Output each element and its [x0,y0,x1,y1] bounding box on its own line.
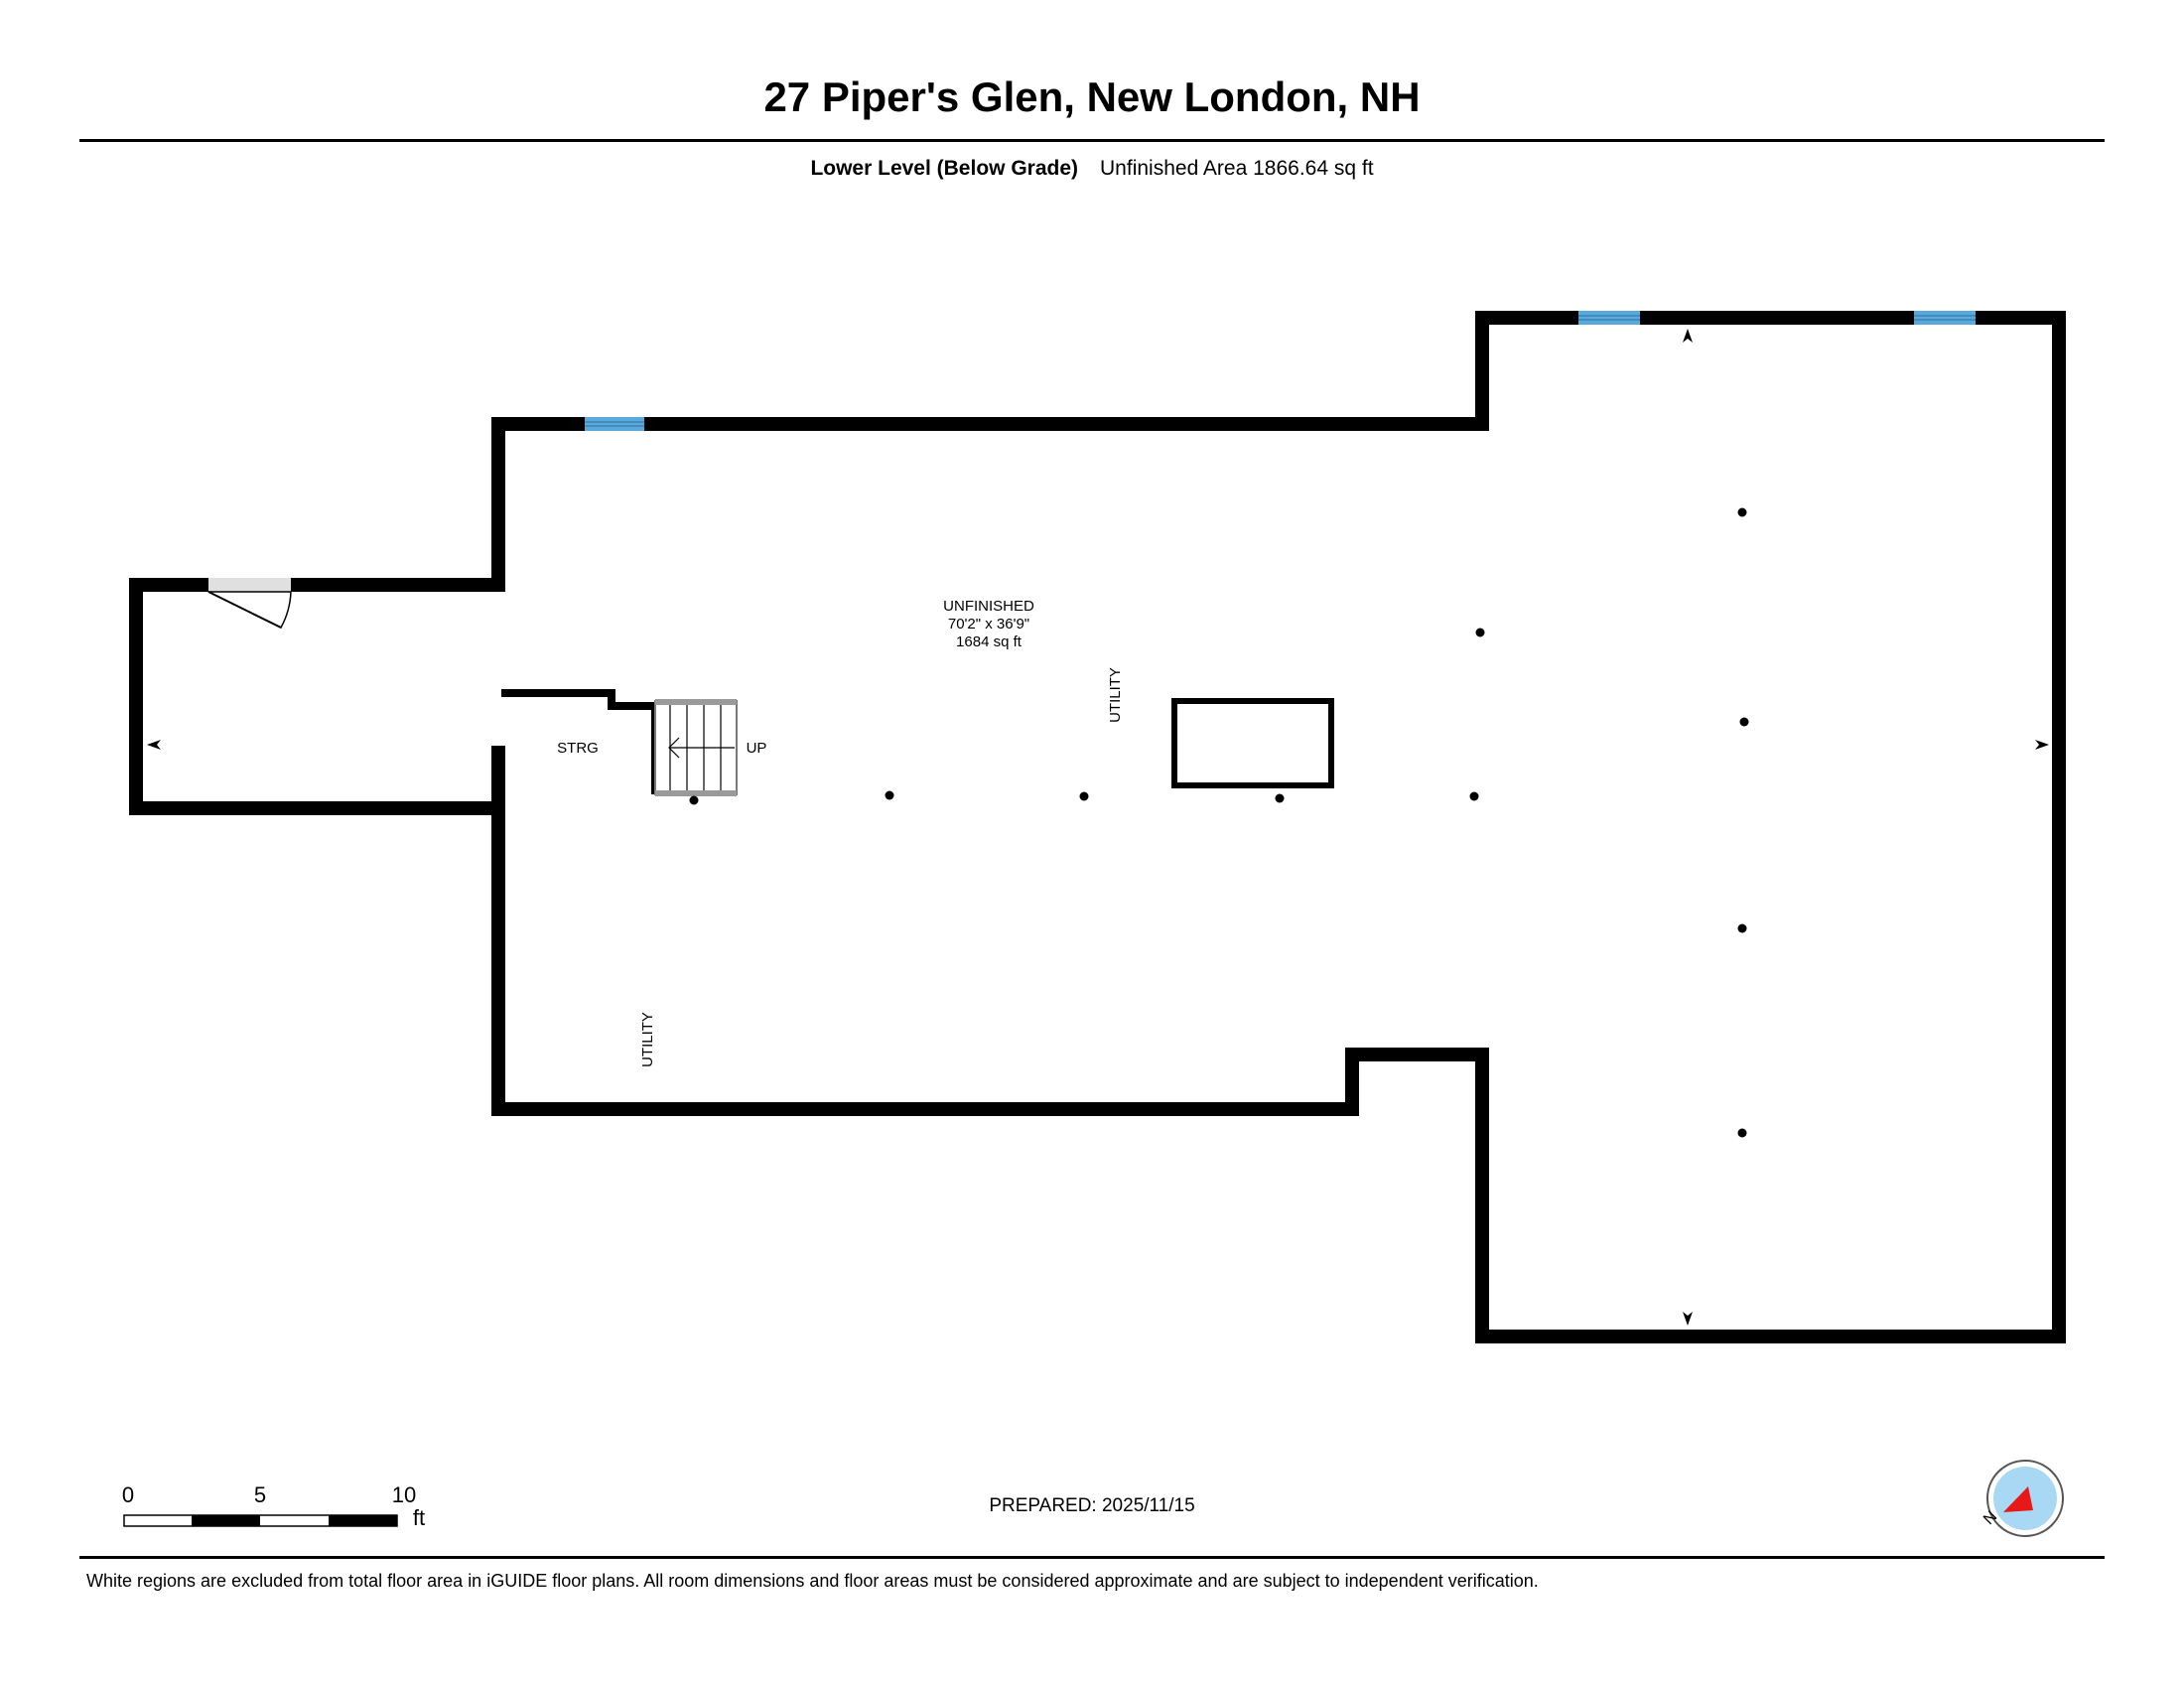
disclaimer-text: White regions are excluded from total fl… [86,1571,1539,1591]
utility-enclosure [1171,698,1334,788]
staircase[interactable] [654,699,738,796]
prepared-date: PREPARED: 2025/11/15 [989,1495,1195,1516]
arrow-down-marker [1683,1312,1693,1326]
floor-subtitle: Lower Level (Below Grade) Unfinished Area… [0,157,2184,181]
post [1737,923,1747,933]
walls [129,311,2066,1343]
arrow-up-marker [1683,329,1693,343]
post [885,790,894,800]
door-leaf [207,591,282,629]
post [689,795,699,805]
stair-top-rail [655,699,737,705]
header-divider [79,139,2105,142]
window-top-right-2 [1914,311,1976,325]
post [1079,791,1089,801]
room-area-unfinished: 1684 sq ft [956,633,1023,650]
window-top-right-1 [1578,311,1640,325]
support-posts [689,507,1749,1138]
room-label-utility-2: UTILITY [639,1012,656,1067]
footer-divider [79,1556,2105,1559]
door-swing [207,591,292,629]
entry-door[interactable] [207,578,292,629]
scale-tick-0: 0 [122,1482,134,1507]
stair-arrowhead [668,737,680,759]
room-label-strg: STRG [557,740,599,757]
post [1739,717,1749,727]
stair-bottom-rail [655,790,737,796]
room-dims-unfinished: 70'2" x 36'9" [948,616,1029,633]
scale-tick-5: 5 [254,1482,266,1507]
outer-wall-annex-left [129,578,505,815]
compass-needle [2003,1486,2033,1512]
post [1469,791,1479,801]
scale-bar: 0 5 10 ft [122,1482,425,1530]
room-label-utility-1: UTILITY [1107,667,1124,723]
stair-label-up: UP [747,740,767,757]
area-summary: Unfinished Area 1866.64 sq ft [1100,157,1374,180]
post [1737,507,1747,517]
post [1475,628,1485,637]
arrow-left-marker [147,740,161,750]
scale-unit: ft [413,1505,425,1530]
page-title: 27 Piper's Glen, New London, NH [763,73,1421,120]
window-top-left [585,417,644,431]
outer-wall-main [491,311,2066,1343]
dimension-markers [147,329,2049,1326]
windows [585,311,1976,431]
scale-tick-10: 10 [392,1482,416,1507]
post [1275,793,1285,803]
room-name-unfinished: UNFINISHED [943,598,1034,615]
compass-icon: N [1980,1460,2064,1537]
post [1737,1128,1747,1138]
door-opening [208,578,291,592]
arrow-right-marker [2035,740,2049,750]
level-name: Lower Level (Below Grade) [810,157,1079,180]
